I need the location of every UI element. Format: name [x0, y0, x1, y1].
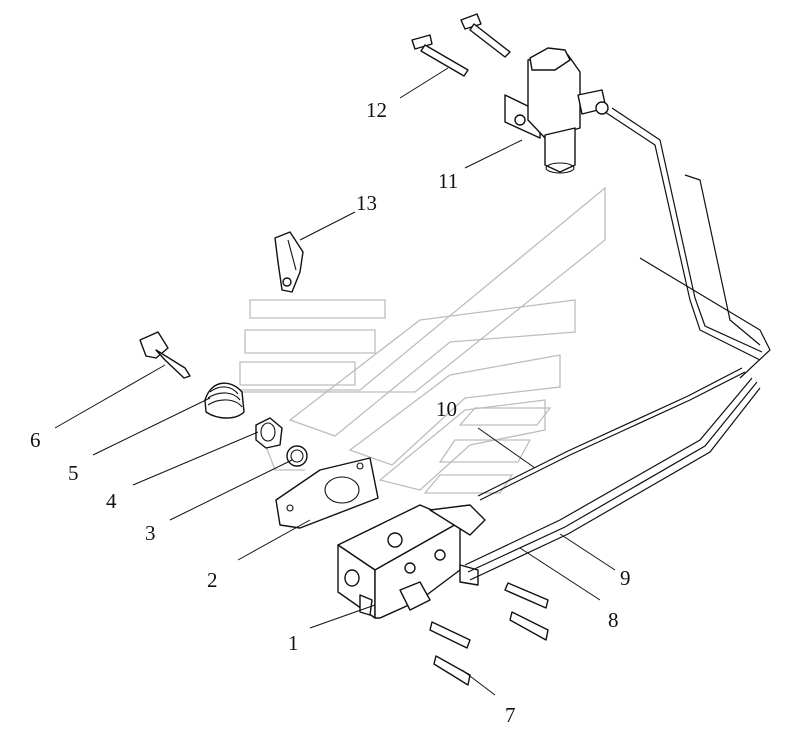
callout-11: 11 [438, 169, 458, 193]
gasket-2 [275, 457, 379, 529]
bolt-pair-12 [411, 13, 511, 77]
valve-block-1 [337, 504, 486, 619]
callout-7: 7 [505, 703, 516, 727]
leader-lines [54, 67, 616, 696]
clip-13 [274, 231, 304, 293]
callout-3: 3 [145, 521, 156, 545]
callout-6: 6 [30, 428, 41, 452]
callout-1: 1 [288, 631, 299, 655]
pin-6 [139, 331, 191, 379]
callout-4: 4 [106, 489, 117, 513]
callout-labels: 1 2 3 4 5 6 7 8 9 10 11 12 13 [30, 98, 631, 727]
o-ring-3 [286, 445, 308, 467]
callout-12: 12 [366, 98, 387, 122]
hose-lines [464, 107, 771, 581]
callout-10: 10 [436, 397, 457, 421]
bolts-7 [429, 582, 549, 686]
valve-assembly-11 [504, 47, 609, 174]
callout-8: 8 [608, 608, 619, 632]
callout-5: 5 [68, 461, 79, 485]
callout-9: 9 [620, 566, 631, 590]
nut-4 [255, 417, 283, 449]
callout-2: 2 [207, 568, 218, 592]
spring-5 [204, 382, 245, 419]
callout-13: 13 [356, 191, 377, 215]
